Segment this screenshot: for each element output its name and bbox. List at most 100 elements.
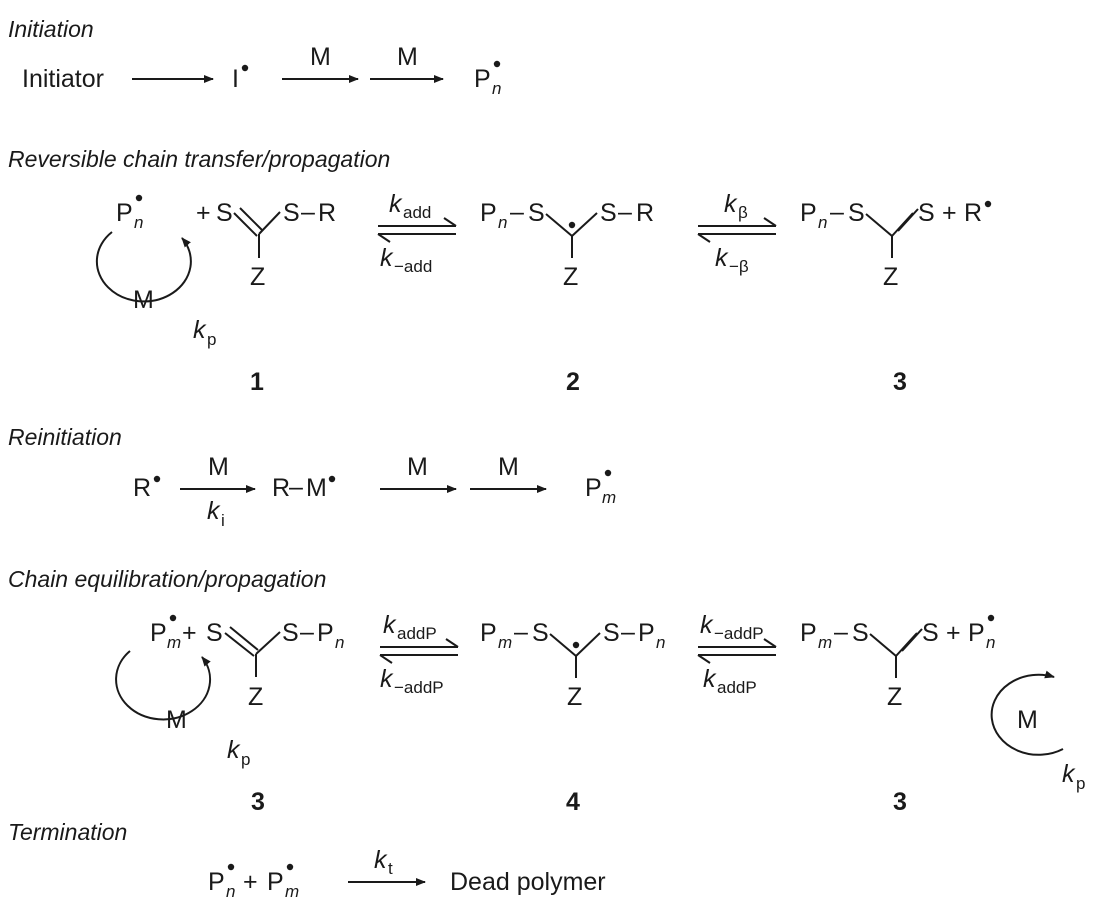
- propagation-loop-arrow: [95, 231, 192, 303]
- radical-dot: [169, 614, 177, 622]
- subscript-n: n: [134, 213, 143, 232]
- plus-sign: +: [243, 868, 258, 896]
- bond: [895, 632, 918, 657]
- equilibrium-reverse-head: [697, 654, 711, 664]
- rate-subscript: i: [221, 511, 225, 530]
- equilibrium-forward-head: [763, 217, 777, 227]
- atom-Z: Z: [883, 263, 898, 291]
- subscript-n: n: [818, 213, 827, 232]
- dash-bond: –: [830, 198, 844, 226]
- subscript-n: n: [226, 882, 235, 901]
- rate-k: k: [380, 244, 394, 272]
- rate-subscript: −addP: [714, 624, 764, 643]
- species-I: I: [232, 65, 239, 93]
- rate-subscript: p: [241, 750, 250, 769]
- rate-subscript: −addP: [394, 678, 444, 697]
- radical-dot: [572, 641, 580, 649]
- compound-label-1: 1: [250, 368, 264, 396]
- equilibrium-reverse-head: [697, 233, 711, 243]
- compound-label-2: 2: [566, 368, 580, 396]
- bond: [545, 213, 573, 237]
- bond: [224, 632, 255, 657]
- subscript-m: m: [285, 882, 299, 901]
- initiator-label: Initiator: [22, 65, 104, 93]
- rate-subscript: −β: [729, 257, 749, 276]
- subscript-n: n: [986, 633, 995, 652]
- radical-dot: [984, 200, 992, 208]
- radical-dot: [153, 475, 161, 483]
- radical-dot: [328, 475, 336, 483]
- rate-subscript: p: [1076, 774, 1085, 793]
- compound-label-3: 3: [893, 368, 907, 396]
- rate-subscript: addP: [717, 678, 757, 697]
- atom-S: S: [283, 199, 300, 227]
- species-P: P: [267, 868, 284, 896]
- subscript-m: m: [818, 633, 832, 652]
- radical-dot: [227, 863, 235, 871]
- monomer-label: M: [310, 43, 331, 71]
- bond: [233, 212, 258, 237]
- rate-subscript: t: [388, 859, 393, 878]
- species-P: P: [480, 199, 497, 227]
- monomer-label: M: [407, 453, 428, 481]
- species-P: P: [317, 619, 334, 647]
- equilibrium-forward-head: [445, 638, 459, 648]
- rate-subscript: −add: [394, 257, 432, 276]
- rate-k: k: [374, 846, 388, 874]
- bond: [229, 626, 259, 651]
- compound-label-3: 3: [251, 788, 265, 816]
- equilibrium-reverse-head: [379, 654, 393, 664]
- monomer-label: M: [133, 286, 154, 314]
- atom-S: S: [922, 619, 939, 647]
- equilibrium-forward-head: [763, 638, 777, 648]
- bond: [258, 211, 281, 235]
- dead-polymer-label: Dead polymer: [450, 868, 606, 896]
- propagation-loop-arrow: [115, 650, 212, 721]
- atom-Z: Z: [248, 683, 263, 711]
- rate-k: k: [700, 611, 714, 639]
- equilibrium-forward-head: [443, 217, 457, 227]
- rate-k: k: [207, 497, 221, 525]
- subscript-m: m: [602, 488, 616, 507]
- section-reversible-title: Reversible chain transfer/propagation: [8, 146, 390, 172]
- dash-bond: –: [289, 473, 303, 501]
- section-initiation-title: Initiation: [8, 16, 94, 42]
- dash-bond: –: [834, 618, 848, 646]
- species-P: P: [150, 619, 167, 647]
- bond: [255, 631, 281, 655]
- bond: [865, 213, 893, 237]
- rate-subscript: add: [403, 203, 431, 222]
- bond: [869, 633, 897, 657]
- atom-Z: Z: [563, 263, 578, 291]
- dash-bond: –: [510, 198, 524, 226]
- rate-k: k: [724, 190, 738, 218]
- rate-k: k: [1062, 760, 1076, 788]
- rate-subscript: p: [207, 330, 216, 349]
- radical-dot: [568, 221, 576, 229]
- bond: [901, 628, 923, 652]
- atom-S: S: [848, 199, 865, 227]
- species-R: R: [272, 474, 290, 502]
- atom-Z: Z: [250, 263, 265, 291]
- subscript-n: n: [335, 633, 344, 652]
- atom-S: S: [206, 619, 223, 647]
- species-P: P: [116, 199, 133, 227]
- plus-sign: +: [942, 199, 957, 227]
- atom-Z: Z: [567, 683, 582, 711]
- rate-subscript: addP: [397, 624, 437, 643]
- atom-R: R: [636, 199, 654, 227]
- rate-k: k: [703, 665, 717, 693]
- rate-k: k: [389, 190, 403, 218]
- subscript-n: n: [498, 213, 507, 232]
- species-M: M: [306, 474, 327, 502]
- section-equilibration-title: Chain equilibration/propagation: [8, 566, 326, 592]
- monomer-label: M: [498, 453, 519, 481]
- rate-k: k: [380, 665, 394, 693]
- atom-S: S: [603, 619, 620, 647]
- dash-bond: –: [514, 618, 528, 646]
- rate-k: k: [227, 736, 241, 764]
- species-P: P: [585, 474, 602, 502]
- plus-sign: +: [196, 199, 211, 227]
- propagation-loop-arrow: [990, 670, 1064, 756]
- subscript-n: n: [492, 79, 501, 98]
